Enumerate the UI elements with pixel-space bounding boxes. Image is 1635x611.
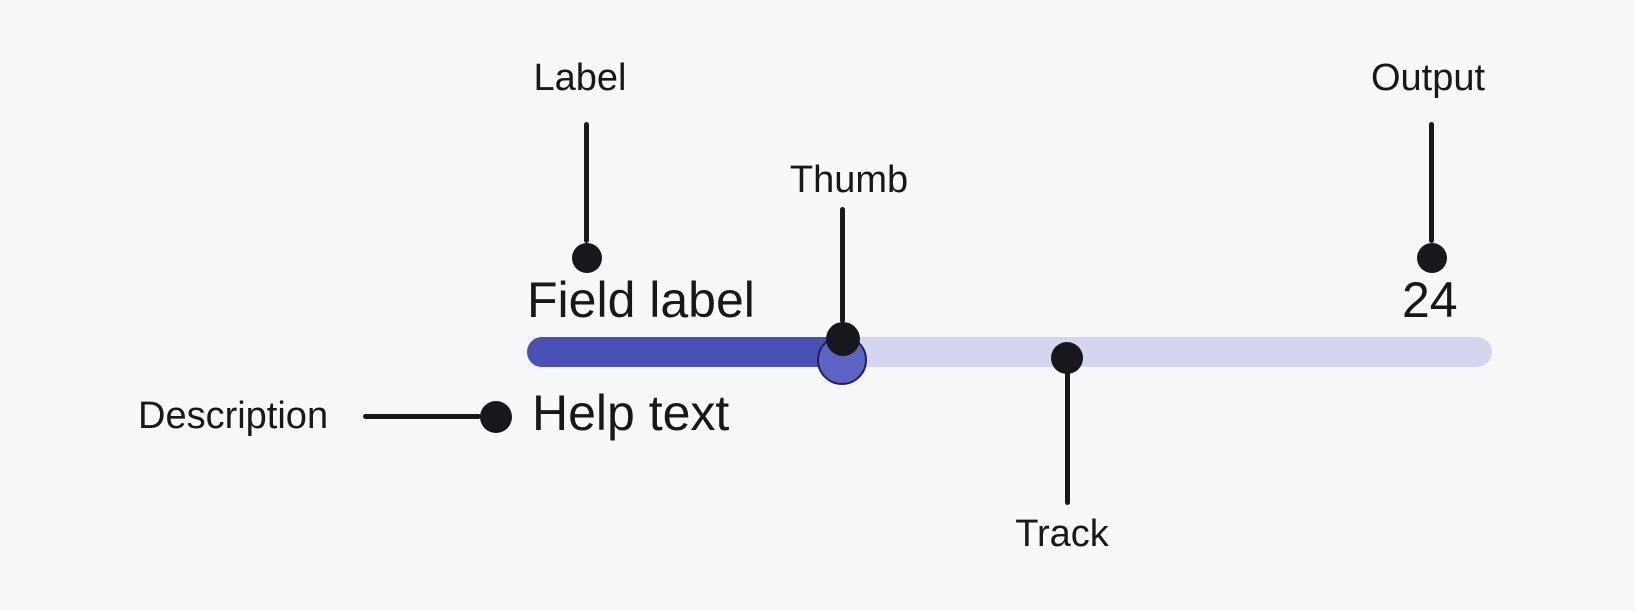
- annotation-output-text: Output: [1370, 57, 1486, 99]
- annotation-label-text: Label: [533, 57, 627, 99]
- annotation-track-text: Track: [1015, 513, 1109, 555]
- slider-track-fill: [527, 337, 842, 367]
- annotation-thumb-text: Thumb: [789, 159, 909, 201]
- slider-field-label: Field label: [527, 272, 755, 328]
- annotation-label-callout-dot: [572, 243, 602, 273]
- annotation-thumb-callout-dot: [826, 322, 860, 356]
- annotation-description-callout-line: [363, 414, 481, 419]
- slider-track[interactable]: [527, 337, 1492, 367]
- annotation-track-callout-dot: [1051, 342, 1083, 374]
- annotation-thumb-callout-line: [840, 207, 845, 323]
- annotation-output-callout-line: [1429, 122, 1434, 243]
- annotation-description-text: Description: [138, 395, 329, 437]
- annotation-label-callout-line: [584, 122, 589, 243]
- annotation-output-callout-dot: [1417, 243, 1447, 273]
- annotation-track-callout-line: [1065, 372, 1070, 505]
- slider-output-value: 24: [1402, 272, 1458, 328]
- slider-help-text: Help text: [532, 385, 730, 441]
- annotation-description-callout-dot: [480, 401, 512, 433]
